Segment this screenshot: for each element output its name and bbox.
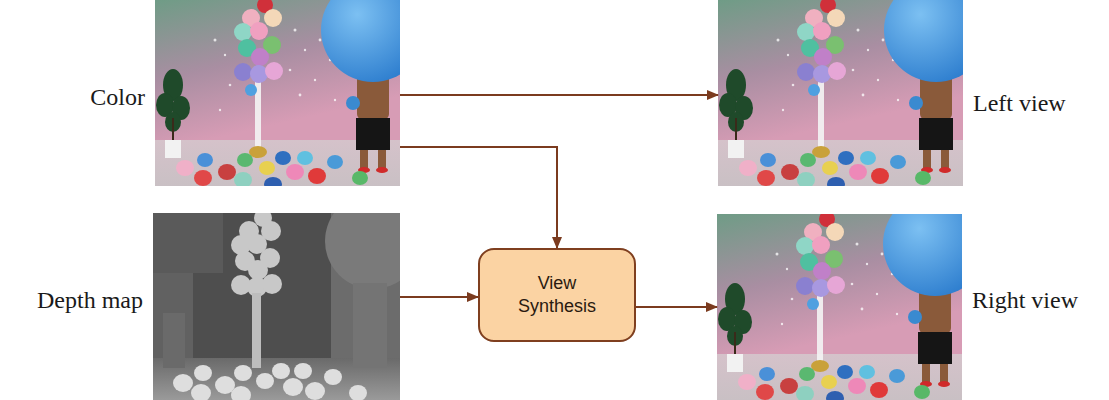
right-view-image: Right view	[717, 214, 962, 400]
color-image: Color	[155, 0, 400, 185]
depth-map-image-part	[153, 213, 223, 273]
depth-map-image-part	[231, 213, 282, 297]
depth-map-image	[153, 213, 400, 400]
depth-map-image-part	[191, 384, 211, 400]
right-view-photo	[717, 192, 987, 400]
depth-map-image-part	[234, 365, 252, 381]
image-label: Left view	[973, 90, 1066, 116]
depth-map-image-part	[283, 378, 303, 396]
depth-map-image-part	[324, 369, 342, 385]
process-box: View Synthesis	[478, 248, 636, 342]
depth-map-image-part	[173, 363, 367, 400]
depth-map-image-part	[256, 373, 274, 389]
left-view-photo-part	[718, 0, 988, 191]
depth-map-image-part	[349, 385, 367, 400]
depth-map-image-part	[173, 374, 193, 392]
depth-map-image-part	[305, 382, 325, 400]
image-label: Color	[90, 84, 145, 110]
depth-map-image: Depth map	[153, 213, 400, 400]
depth-map-image-part	[325, 213, 400, 289]
depth-map-image-part	[262, 274, 282, 294]
depth-map-image-part	[231, 386, 251, 400]
color-photo-part	[155, 0, 425, 191]
left-view-photo	[718, 0, 988, 191]
depth-map-image-part	[294, 363, 312, 379]
depth-map-image-part	[353, 283, 387, 368]
depth-map-image-part	[272, 363, 290, 379]
image-label: Right view	[972, 287, 1078, 313]
depth-map-image-part	[163, 313, 185, 368]
right-view-photo-part	[717, 192, 987, 400]
depth-map-image-part	[252, 293, 261, 368]
left-view-image: Left view	[718, 0, 963, 185]
process-label: View Synthesis	[507, 272, 607, 319]
arrow-connector	[400, 147, 557, 248]
arrow-connector	[636, 306, 717, 308]
image-label: Depth map	[37, 287, 143, 313]
arrow-connector	[400, 94, 718, 96]
arrow-connector	[400, 296, 478, 298]
depth-map-image-part	[194, 365, 212, 381]
color-photo	[155, 0, 425, 191]
